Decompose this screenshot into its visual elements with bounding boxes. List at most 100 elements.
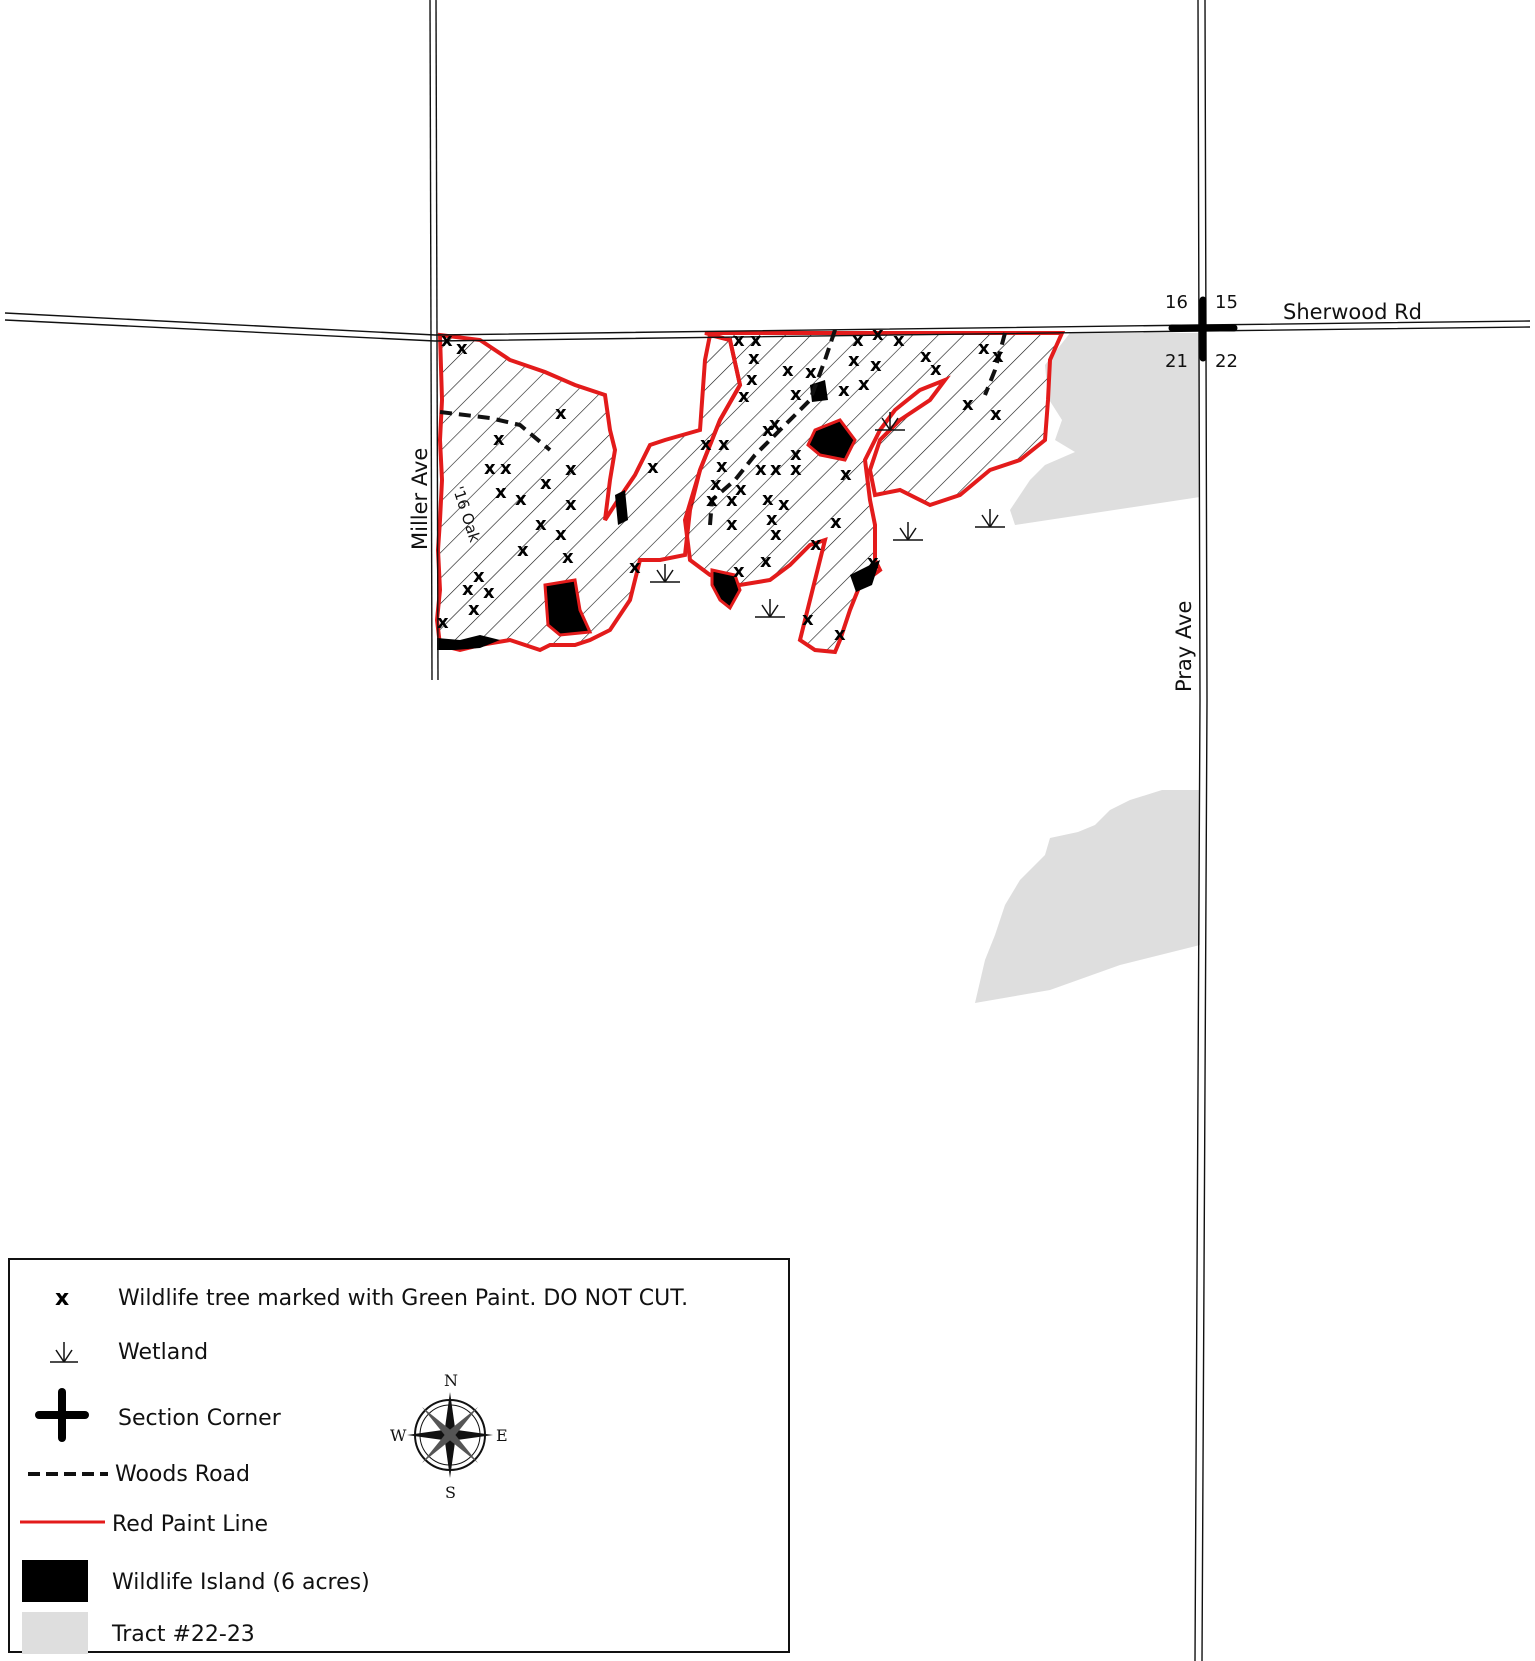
x-mark-icon: x <box>716 456 728 477</box>
x-mark-icon: x <box>555 524 567 545</box>
x-mark-icon: x <box>540 473 552 494</box>
x-mark-icon: x <box>834 624 846 645</box>
x-mark-icon: x <box>562 547 574 568</box>
x-mark-icon: x <box>700 434 712 455</box>
x-mark-icon: x <box>762 489 774 510</box>
x-mark-icon: x <box>456 338 468 359</box>
gray-box-icon <box>22 1612 88 1654</box>
x-mark-icon: x <box>762 420 774 441</box>
x-mark-icon: x <box>870 355 882 376</box>
x-mark-icon: x <box>710 474 722 495</box>
compass-s: S <box>445 1483 456 1500</box>
x-mark-icon: x <box>770 524 782 545</box>
x-mark-icon: x <box>484 458 496 479</box>
section-number-sw: 21 <box>1165 351 1188 372</box>
x-mark-icon: x <box>647 457 659 478</box>
x-mark-icon: x <box>867 552 879 573</box>
x-mark-icon: x <box>515 489 527 510</box>
legend-label: Tract #22-23 <box>112 1622 255 1647</box>
legend-label: Wetland <box>118 1340 209 1365</box>
legend-item-tract: Tract #22-23 <box>10 1612 788 1656</box>
road-pray <box>1194 0 1208 1661</box>
red-line-icon <box>20 1520 105 1524</box>
wildlife-island-7 <box>850 560 880 592</box>
wildlife-island-5 <box>615 490 628 525</box>
x-mark-icon: x <box>437 612 449 633</box>
x-mark-icon: x <box>517 540 529 561</box>
x-mark-icon: x <box>462 579 474 600</box>
wetland-icon <box>755 599 785 618</box>
x-mark-icon: x <box>500 458 512 479</box>
tract-area-south <box>975 790 1200 1003</box>
wetland-icon <box>50 1342 78 1363</box>
wildlife-island-1 <box>543 578 593 637</box>
woods-road-1 <box>439 410 552 452</box>
road-label-sherwood: Sherwood Rd <box>1283 300 1422 324</box>
x-mark-icon: x <box>830 512 842 533</box>
section-number-ne: 15 <box>1215 292 1238 313</box>
section-number-nw: 16 <box>1165 292 1188 313</box>
x-mark-icon: x <box>770 459 782 480</box>
wetland-icon <box>875 412 905 431</box>
legend-item-wetland: Wetland <box>10 1334 788 1374</box>
x-mark-icon: x <box>495 482 507 503</box>
x-mark-icon: x <box>790 444 802 465</box>
wildlife-island-3 <box>806 418 857 462</box>
x-mark-icon: x <box>555 403 567 424</box>
compass-w: W <box>390 1426 407 1445</box>
x-mark-icon: x <box>726 514 738 535</box>
x-mark-icon: x <box>565 459 577 480</box>
wildlife-island-4 <box>710 568 742 611</box>
legend-item-section-corner: Section Corner <box>10 1388 788 1442</box>
dashed-line-icon <box>28 1472 108 1476</box>
x-mark-icon: x <box>790 459 802 480</box>
x-mark-icon: x <box>778 494 790 515</box>
x-mark-icon: x <box>840 464 852 485</box>
road-label-pray: Pray Ave <box>1172 600 1196 692</box>
x-mark-icon: x <box>858 374 870 395</box>
x-mark-icon: x <box>852 330 864 351</box>
legend-label: Wildlife Island (6 acres) <box>112 1570 370 1595</box>
compass-e: E <box>496 1426 508 1445</box>
x-mark-icon: x <box>760 551 772 572</box>
legend-label: Wildlife tree marked with Green Paint. D… <box>118 1286 689 1311</box>
x-mark-icon: x <box>735 479 747 500</box>
x-mark-icon: x <box>473 566 485 587</box>
x-mark-icon: x <box>565 494 577 515</box>
wetland-icon <box>975 509 1005 528</box>
wetland-icon <box>650 564 680 583</box>
x-mark-icon: x <box>629 557 641 578</box>
x-mark-icon: x <box>733 561 745 582</box>
x-mark-icon: x <box>990 404 1002 425</box>
black-box-icon <box>22 1560 88 1602</box>
x-mark-icon: x <box>483 582 495 603</box>
road-label-miller: Miller Ave <box>408 447 432 550</box>
tract-area-north <box>1010 333 1200 525</box>
x-mark-icon: x <box>810 534 822 555</box>
legend-item-wildlife-island: Wildlife Island (6 acres) <box>10 1560 788 1604</box>
x-mark-icon: x <box>872 324 884 345</box>
x-mark-icon: x <box>718 434 730 455</box>
section-corner-icon <box>1168 296 1238 362</box>
x-mark-icon: x <box>55 1286 70 1311</box>
x-mark-icon: x <box>805 362 817 383</box>
x-mark-icon: x <box>441 330 453 351</box>
x-mark-icon: x <box>706 490 718 511</box>
road-miller <box>429 0 439 681</box>
map-legend: x Wildlife tree marked with Green Paint.… <box>8 1258 790 1656</box>
x-mark-icon: x <box>766 509 778 530</box>
x-mark-icon: x <box>726 490 738 511</box>
x-mark-icon: x <box>838 380 850 401</box>
legend-item-woods-road: Woods Road <box>10 1456 788 1496</box>
x-mark-icon: x <box>978 338 990 359</box>
x-mark-icon: x <box>893 330 905 351</box>
x-mark-icon: x <box>790 384 802 405</box>
x-mark-icon: x <box>920 346 932 367</box>
x-mark-icon: x <box>746 369 758 390</box>
x-mark-icon: x <box>848 350 860 371</box>
wetland-icon <box>893 522 923 541</box>
x-mark-icon: x <box>769 414 781 435</box>
x-mark-icon: x <box>748 348 760 369</box>
